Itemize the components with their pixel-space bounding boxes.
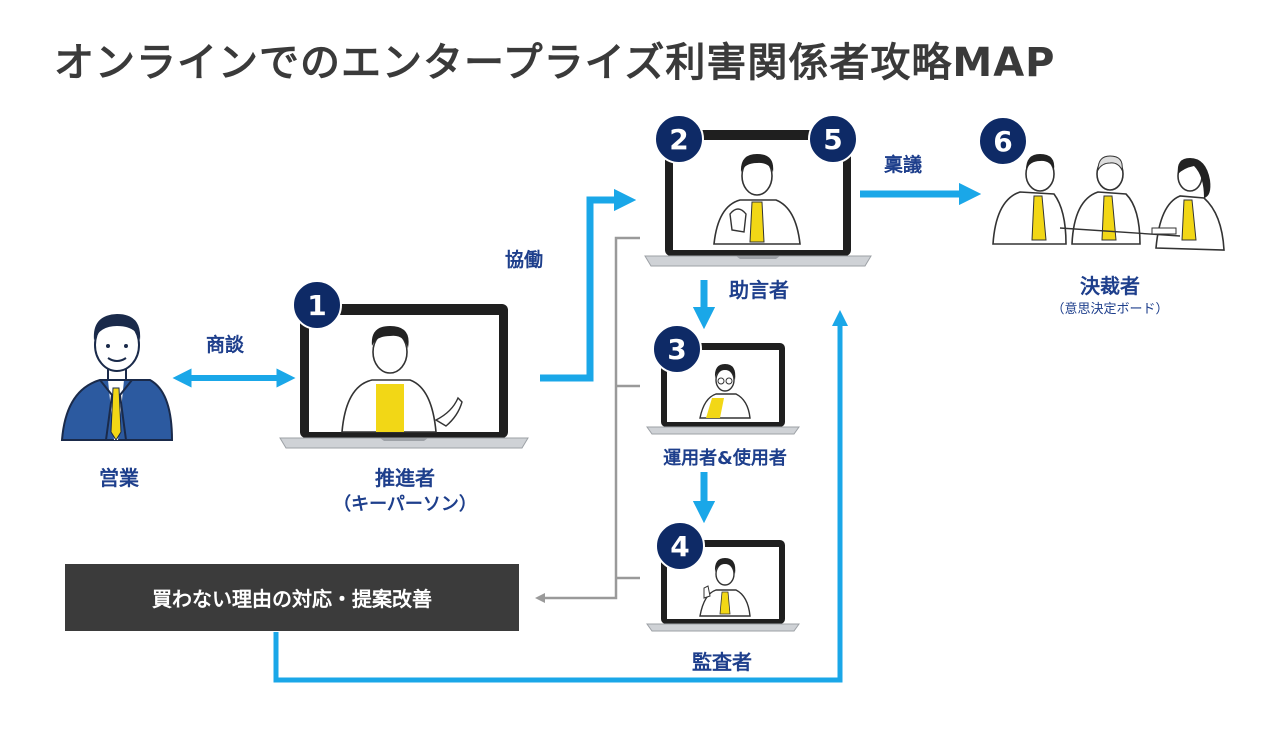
arrow-feedback-loop [273,309,849,683]
badge-advisor-right: 5 [808,114,858,164]
badge-operator: 3 [652,324,702,374]
label-advisor: 助言者 [729,278,789,302]
page-title: オンラインでのエンタープライズ利害関係者攻略MAP [54,40,1056,86]
edge-label-negotiation: 商談 [206,334,245,356]
label-promoter-sub: （キーパーソン） [333,494,477,515]
label-operator: 運用者&使用者 [663,448,787,469]
gray-bracket [535,236,640,603]
decision-board-illustration [992,154,1225,251]
label-decider-sub: （意思決定ボード） [1051,302,1169,317]
badge-advisor-left: 2 [654,114,704,164]
label-decider: 決裁者 [1080,274,1140,298]
improvement-banner: 買わない理由の対応・提案改善 [65,564,519,631]
sales-person-illustration [60,314,174,441]
laptop-promoter [279,304,529,449]
laptop-advisor [644,130,872,267]
edge-label-collaboration: 協働 [505,249,544,271]
edge-label-proposal: 稟議 [884,154,923,176]
improvement-banner-text: 買わない理由の対応・提案改善 [152,587,432,611]
badge-promoter: 1 [292,280,342,330]
label-sales: 営業 [99,466,139,490]
badge-auditor: 4 [655,521,705,571]
label-auditor: 監査者 [692,650,752,674]
badge-decider: 6 [978,116,1028,166]
label-promoter: 推進者 [375,466,435,490]
arrow-promoter-advisor [540,188,637,382]
